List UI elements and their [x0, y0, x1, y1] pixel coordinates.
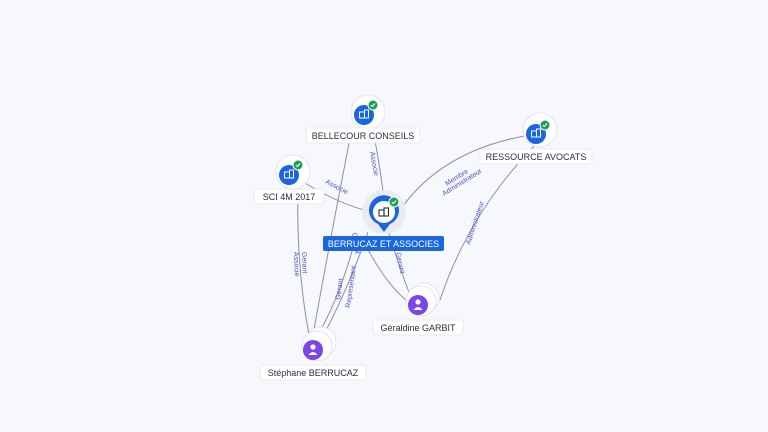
node-ressource-avocats[interactable]: RESSOURCE AVOCATS: [479, 112, 593, 165]
check-icon: [391, 200, 397, 205]
edge-sci-stephane: [297, 185, 311, 341]
main-node-label-bg: [323, 236, 444, 251]
node-label: Géraldine GARBIT: [380, 323, 456, 333]
node-bellecour-conseils[interactable]: BELLECOUR CONSEILS: [305, 94, 421, 144]
edge-label-bellecour-main: Associe: [368, 151, 379, 176]
check-icon: [370, 103, 376, 108]
edge-label-stephane-main-2: Representant: [345, 266, 358, 309]
edge-label-sci-main: Associe: [324, 179, 349, 197]
verified-badge-icon: [388, 196, 400, 208]
node-geraldine-garbit[interactable]: Géraldine GARBIT: [372, 282, 464, 336]
person-icon: [308, 344, 318, 355]
verified-badge-icon: [367, 99, 379, 111]
person-node-circle: [408, 295, 428, 315]
node-label-bg: [305, 127, 421, 144]
edge-bellecour-stephane: [312, 127, 353, 336]
node-stephane-berrucaz[interactable]: Stéphane BERRUCAZ: [259, 326, 367, 381]
node-label-bg: [372, 319, 464, 336]
node-label-bg: [259, 364, 367, 381]
edge-label-ressource-geraldine: Administrateur: [465, 200, 486, 246]
check-icon: [542, 123, 548, 128]
edge-label-stephane-main-1: Gerant: [335, 278, 345, 300]
edge-label-sci-stephane-2: Associe: [292, 252, 300, 277]
main-node-label: BERRUCAZ ET ASSOCIES: [328, 239, 439, 249]
person-node-circle: [303, 340, 323, 360]
building-icon: [531, 128, 541, 138]
edge-label-main-geraldine: Gerant: [394, 252, 405, 274]
node-label: SCI 4M 2017: [263, 192, 316, 202]
person-icon: [413, 299, 423, 310]
check-icon: [295, 163, 301, 168]
edge-ressource-main: [397, 134, 531, 214]
node-label: BELLECOUR CONSEILS: [312, 131, 415, 141]
building-icon: [378, 207, 390, 217]
node-sci-4m-2017[interactable]: SCI 4M 2017: [253, 154, 325, 205]
verified-badge-icon: [292, 159, 304, 171]
edge-label-sci-stephane-1: Gerant: [300, 252, 308, 274]
node-label-bg: [253, 188, 325, 205]
node-label: RESSOURCE AVOCATS: [486, 152, 587, 162]
node-label: Stéphane BERRUCAZ: [268, 368, 359, 378]
building-icon: [359, 109, 369, 119]
verified-badge-icon: [539, 119, 551, 131]
node-berrucaz-et-associes[interactable]: BERRUCAZ ET ASSOCIES: [323, 190, 444, 251]
building-icon: [284, 169, 294, 179]
node-label-bg: [479, 148, 593, 165]
